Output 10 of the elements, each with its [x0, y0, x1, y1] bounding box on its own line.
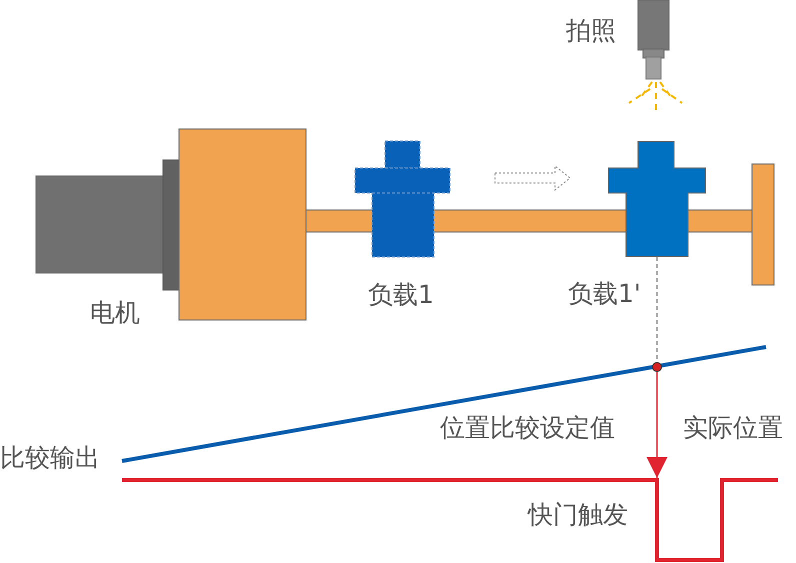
intersection-dot [652, 362, 662, 372]
setpoint-label: 位置比较设定值 [440, 413, 615, 443]
arrow [646, 372, 668, 478]
load-label: 负载1 [368, 280, 434, 310]
load-label: 负载1' [568, 279, 641, 309]
trigger-label: 快门触发 [528, 500, 628, 530]
output-label: 比较输出 [0, 443, 100, 473]
camera-label: 拍照 [566, 16, 616, 46]
position-label: 实际位置 [683, 413, 783, 443]
motor-label: 电机 [90, 298, 140, 328]
